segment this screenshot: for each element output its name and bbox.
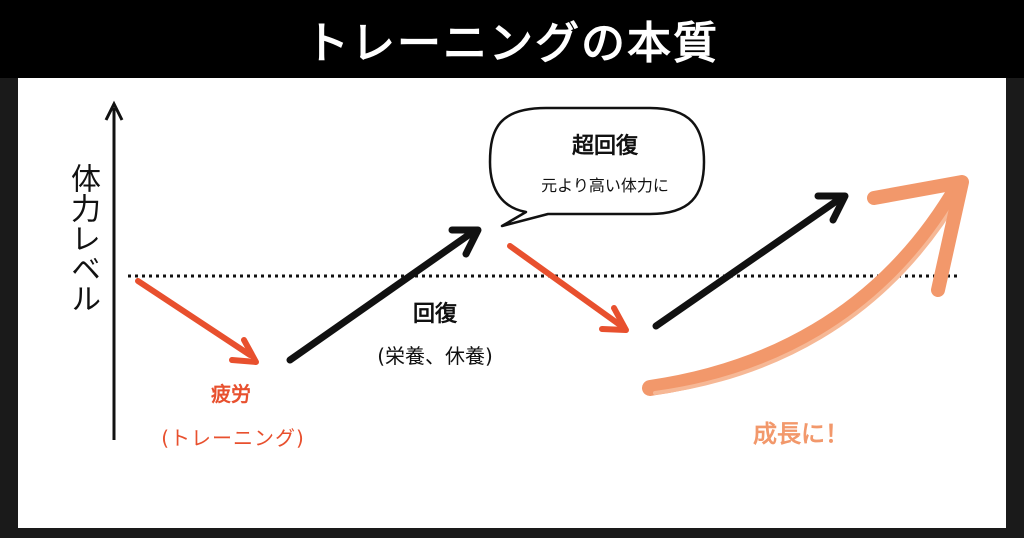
growth-label: 成長に！ xyxy=(753,420,849,448)
recovery-sublabel: (栄養、休養) xyxy=(377,344,493,368)
page-title: トレーニングの本質 xyxy=(305,18,719,69)
supercompensation-sublabel: 元より高い体力に xyxy=(541,176,669,195)
header-bar: トレーニングの本質 xyxy=(0,0,1024,78)
fatigue-label: 疲労 xyxy=(211,382,251,406)
y-axis xyxy=(104,100,124,440)
fatigue-sublabel: (トレーニング) xyxy=(161,426,305,450)
growth-curve-arrow xyxy=(642,175,969,396)
speech-bubble xyxy=(488,106,706,228)
recovery-arrow-2 xyxy=(652,192,849,330)
supercompensation-label: 超回復 xyxy=(571,134,638,159)
fatigue-arrow xyxy=(135,278,259,365)
fatigue-arrow-2 xyxy=(507,243,629,333)
y-axis-label: 体力レベル xyxy=(65,163,100,313)
recovery-arrow xyxy=(286,226,482,364)
recovery-label: 回復 xyxy=(412,302,457,327)
